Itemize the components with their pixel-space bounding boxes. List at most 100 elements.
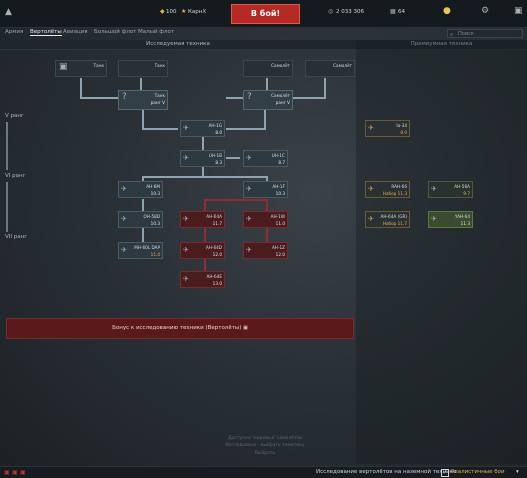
vehicle-br: 9.7	[463, 191, 470, 196]
vehicle-card-ah6m[interactable]: ✈ AH-6M 10.3	[118, 181, 163, 198]
vehicle-name: AH-64E	[206, 274, 223, 279]
vehicle-br: 10.3	[150, 191, 160, 196]
tab-bluewater-fleet[interactable]: Большой флот	[94, 29, 137, 35]
vehicle-name: AH-6M	[146, 184, 160, 189]
info-icon: ▣	[243, 325, 248, 331]
research-bonus-text: Бонус к исследованию техники (Вертолёты)	[112, 325, 242, 331]
gamemode-dropdown-icon[interactable]: ▾	[516, 469, 519, 475]
faint-notice-2: Исследовано - выбрать тематику	[225, 443, 305, 448]
realistic-battles-label[interactable]: Реалистичные бои	[451, 469, 505, 475]
tab-aviation[interactable]: Авиация	[63, 29, 88, 35]
squad-icon[interactable]: ▣	[12, 469, 18, 476]
research-header-label: Исследуемая техника	[146, 41, 210, 47]
vehicle-name: AH-64A	[206, 214, 222, 219]
vehicle-card-ah64e[interactable]: ✈ AH-64E 13.0	[180, 271, 225, 288]
vehicle-name: MH-60L DAP	[134, 245, 160, 250]
chat-icon[interactable]: ▣	[4, 469, 10, 476]
helicopter-icon: ✈	[121, 185, 127, 193]
connector	[266, 78, 268, 98]
helicopter-icon: ✈	[246, 246, 252, 254]
vehicle-br: 8.0	[215, 130, 222, 135]
vehicle-rank: ранг V	[150, 100, 165, 105]
vehicle-br: 13.0	[212, 281, 222, 286]
vehicle-card-premium-ia34[interactable]: ✈ Iа-34 8.0	[365, 120, 410, 137]
vehicle-icon: ▣	[59, 62, 68, 72]
locked-connector	[204, 199, 268, 201]
rp-icon: ▦	[390, 8, 396, 15]
tab-coastal-fleet[interactable]: Малый флот	[138, 29, 175, 35]
lightbulb-icon[interactable]: ●	[443, 6, 451, 16]
vehicle-card-mh60l-dap[interactable]: ✈ MH-60L DAP 11.0	[118, 242, 163, 259]
vehicle-name: YAH-64	[454, 214, 470, 219]
vehicle-card-ah64a[interactable]: ✈ AH-64A 11.7	[180, 211, 225, 228]
vehicle-card-oh58d[interactable]: ✈ OH-58D 10.3	[118, 211, 163, 228]
connector	[226, 157, 240, 159]
vehicle-card-premium-ah64a-gr[interactable]: ✈ AH-64A (GR) Набор 11.7	[365, 211, 410, 228]
menu-icon[interactable]: ▲	[5, 7, 12, 17]
search-input[interactable]: ⌕ Поиск	[447, 29, 523, 38]
connector	[266, 176, 268, 182]
faint-notice-1: Доступно 'мировых' самолётов	[228, 436, 302, 441]
settings-icon[interactable]: ⚙	[481, 6, 490, 16]
question-icon: ?	[122, 92, 127, 102]
connector	[226, 128, 266, 130]
vehicle-br: 11.3	[460, 221, 470, 226]
vehicle-card-premium-ah56a[interactable]: ✈ AH-56A 9.7	[428, 181, 473, 198]
vehicle-card-plane-group[interactable]: ? Самолёт ранг V	[243, 90, 293, 110]
gold-amount: 100	[166, 9, 177, 15]
realistic-battles-checkbox[interactable]: ✓	[441, 469, 449, 477]
silver-amount: 2 033 306	[336, 9, 364, 15]
vehicle-card-ah64d[interactable]: ✈ AH-64D 12.0	[180, 242, 225, 259]
vehicle-card-tank-prereq[interactable]: Танк	[118, 60, 168, 77]
connector	[142, 128, 178, 130]
to-battle-button[interactable]: В бой!	[231, 4, 300, 24]
vehicle-card-premium-rah66[interactable]: ✈ RAH-66 Набор 11.3	[365, 181, 410, 198]
vehicle-card-squadron-yah64[interactable]: ✈ YAH-64 11.3	[428, 211, 473, 228]
vehicle-card-ah1g[interactable]: ✈ AH-1G 8.0	[180, 120, 225, 137]
vehicle-name: Iа-34	[396, 123, 407, 128]
locked-connector	[266, 228, 268, 242]
vehicle-card-ah1w[interactable]: ✈ AH-1W 11.0	[243, 211, 288, 228]
rank-5-line	[6, 122, 8, 170]
vehicle-name: Танк	[93, 63, 104, 68]
user-icon: ★	[181, 8, 187, 15]
vehicle-name: Самолёт	[333, 63, 352, 68]
vehicle-card-uh1c[interactable]: ✈ UH-1C 8.7	[243, 150, 288, 167]
vehicle-card-uh1b[interactable]: ✈ UH-1B 8.3	[180, 150, 225, 167]
vehicle-card-ah1z[interactable]: ✈ AH-1Z 12.0	[243, 242, 288, 259]
silver-icon: ◎	[328, 8, 334, 15]
research-bonus-banner[interactable]: Бонус к исследованию техники (Вертолёты)…	[6, 318, 354, 339]
vehicle-card-plane-prereq[interactable]: Самолёт	[243, 60, 293, 77]
vehicle-br: 11.0	[150, 252, 160, 257]
vehicle-card-ah1f[interactable]: ✈ AH-1F 10.3	[243, 181, 288, 198]
research-header: Исследуемая техника	[0, 40, 356, 50]
username[interactable]: КарнХ	[188, 9, 207, 15]
helicopter-icon: ✈	[368, 185, 374, 193]
vehicle-name: Самолёт	[271, 93, 290, 98]
question-icon: ?	[247, 92, 252, 102]
helicopter-icon: ✈	[121, 246, 127, 254]
vehicle-card-tank-prereq[interactable]: ▣ Танк	[55, 60, 107, 77]
vehicle-name: AH-1F	[272, 184, 285, 189]
vehicle-name: AH-56A	[454, 184, 470, 189]
vehicle-name: Танк	[154, 63, 165, 68]
helicopter-icon: ✈	[431, 215, 437, 223]
vehicle-card-plane-prereq[interactable]: Самолёт	[305, 60, 355, 77]
vehicle-card-tank-group[interactable]: ? Танк ранг V	[118, 90, 168, 110]
locked-connector	[204, 199, 206, 211]
locked-connector	[266, 199, 268, 211]
vehicle-br: Набор 11.3	[382, 191, 407, 196]
vehicle-name: Танк	[154, 93, 165, 98]
connector	[142, 176, 144, 182]
exit-icon[interactable]: ▣	[514, 6, 523, 16]
tab-army[interactable]: Армия	[5, 29, 24, 35]
vehicle-name: Самолёт	[271, 63, 290, 68]
connector	[290, 97, 326, 99]
rank-6-label: VI ранг	[5, 173, 26, 179]
connector	[142, 110, 144, 130]
tab-helicopters[interactable]: Вертолёты	[30, 29, 62, 36]
helicopter-icon: ✈	[183, 154, 189, 162]
premium-header-label: Премиумная техника	[410, 41, 473, 47]
notifications-icon[interactable]: ▣	[20, 469, 26, 476]
